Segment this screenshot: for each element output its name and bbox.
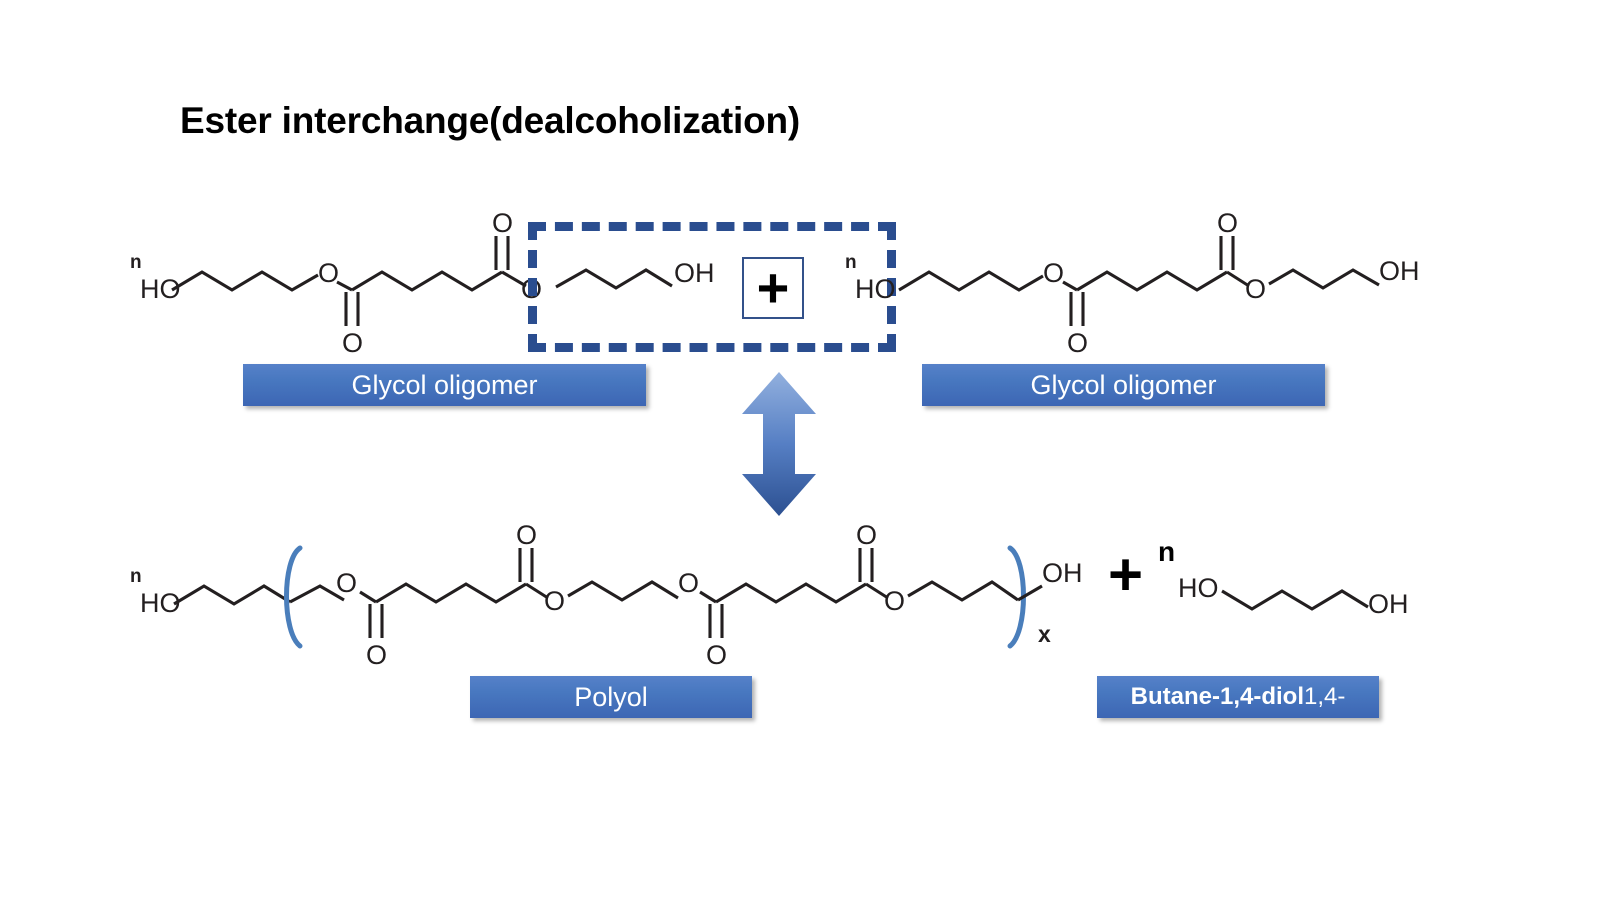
right-ester-O-2: O [1245,274,1266,304]
polyol-structure: n HO O O O O O [130,520,1110,670]
glycol-oligomer-left-tail: OH [548,210,728,350]
polyol-ester-O-1: O [336,568,357,598]
polyol-carbonyl-O-1: O [366,640,387,670]
butane-1-4-diol-structure: HO OH [1178,545,1418,655]
polyol-bracket-subscript-x: x [1038,621,1051,647]
caption-text-bold: Butane-1,4-diol [1130,683,1304,710]
left-terminal-HO: HO [140,274,181,304]
plus-icon: + [756,256,790,319]
caption-glycol-oligomer-right: Glycol oligomer [922,364,1325,406]
polyol-terminal-OH: OH [1042,558,1083,588]
polyol-carbonyl-O-2: O [706,640,727,670]
page-title: Ester interchange(dealcoholization) [180,100,801,141]
glycol-oligomer-right-structure: n HO O O O O OH [845,208,1420,358]
left-carbonyl-O-1: O [342,328,363,358]
caption-butane-1-4-diol: Butane-1,4-diol 1,4- [1097,676,1379,718]
left-repeat-n: n [130,252,142,273]
right-terminal-HO: HO [855,274,896,304]
polyol-ester-O-2: O [544,586,565,616]
right-repeat-n: n [845,252,857,273]
bdo-terminal-OH: OH [1368,589,1409,619]
right-ester-O-1: O [1043,258,1064,288]
double-headed-arrow-icon [740,370,818,518]
left-ester-O-1: O [318,258,339,288]
caption-text: Polyol [574,681,648,712]
plus-coefficient-n: n [1158,536,1176,567]
polyol-ester-O-3: O [678,568,699,598]
caption-text: Glycol oligomer [351,369,538,400]
left-carbonyl-O-2: O [492,208,513,238]
polyol-repeat-n: n [130,566,142,587]
right-carbonyl-O-2: O [1217,208,1238,238]
bdo-terminal-HO: HO [1178,573,1219,603]
polyol-ester-O-4: O [884,586,905,616]
caption-polyol: Polyol [470,676,752,718]
left-terminal-OH: OH [674,258,715,288]
dashed-highlight-box [528,222,896,352]
polyol-carbonyl-O-2b: O [856,520,877,550]
right-terminal-OH: OH [1379,256,1420,286]
caption-text-rest: 1,4- [1303,683,1346,710]
plus-sign-box: + [742,257,804,319]
caption-text: Glycol oligomer [1030,369,1217,400]
right-carbonyl-O-1: O [1067,328,1088,358]
plus-icon-bottom: + [1108,541,1144,608]
caption-glycol-oligomer-left: Glycol oligomer [243,364,646,406]
polyol-carbonyl-O-1b: O [516,520,537,550]
